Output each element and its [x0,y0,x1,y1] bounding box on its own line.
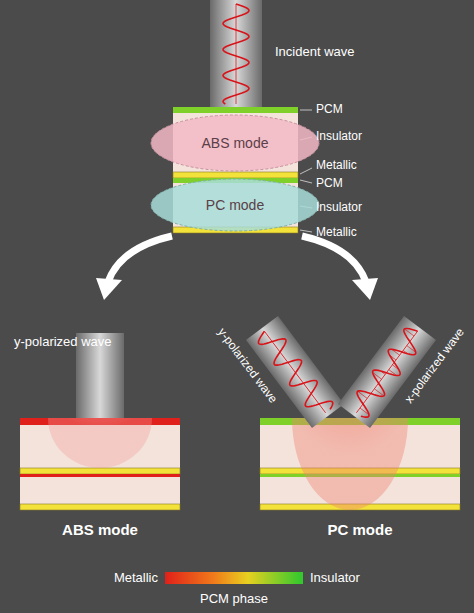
layer-label: PCM [316,177,343,191]
legend-end-label: Metallic [114,571,158,586]
mode-ellipse: PC mode [150,178,320,232]
mode-title: ABS mode [62,521,138,538]
beam-label: y-polarized wave [14,335,112,350]
layer-label: Insulator [316,130,362,144]
layer-label: Metallic [316,226,357,240]
mode-title: PC mode [327,521,392,538]
mode-label: PC mode [206,197,264,213]
layer-label: Insulator [316,201,362,215]
mode-ellipse: ABS mode [150,114,320,172]
legend-title: PCM phase [200,592,268,607]
mode-label: ABS mode [202,135,269,151]
layer-label: PCM [316,103,343,117]
beam-label: Incident wave [275,45,355,60]
legend-end-label: Insulator [310,571,360,586]
layer-label: Metallic [316,159,357,173]
